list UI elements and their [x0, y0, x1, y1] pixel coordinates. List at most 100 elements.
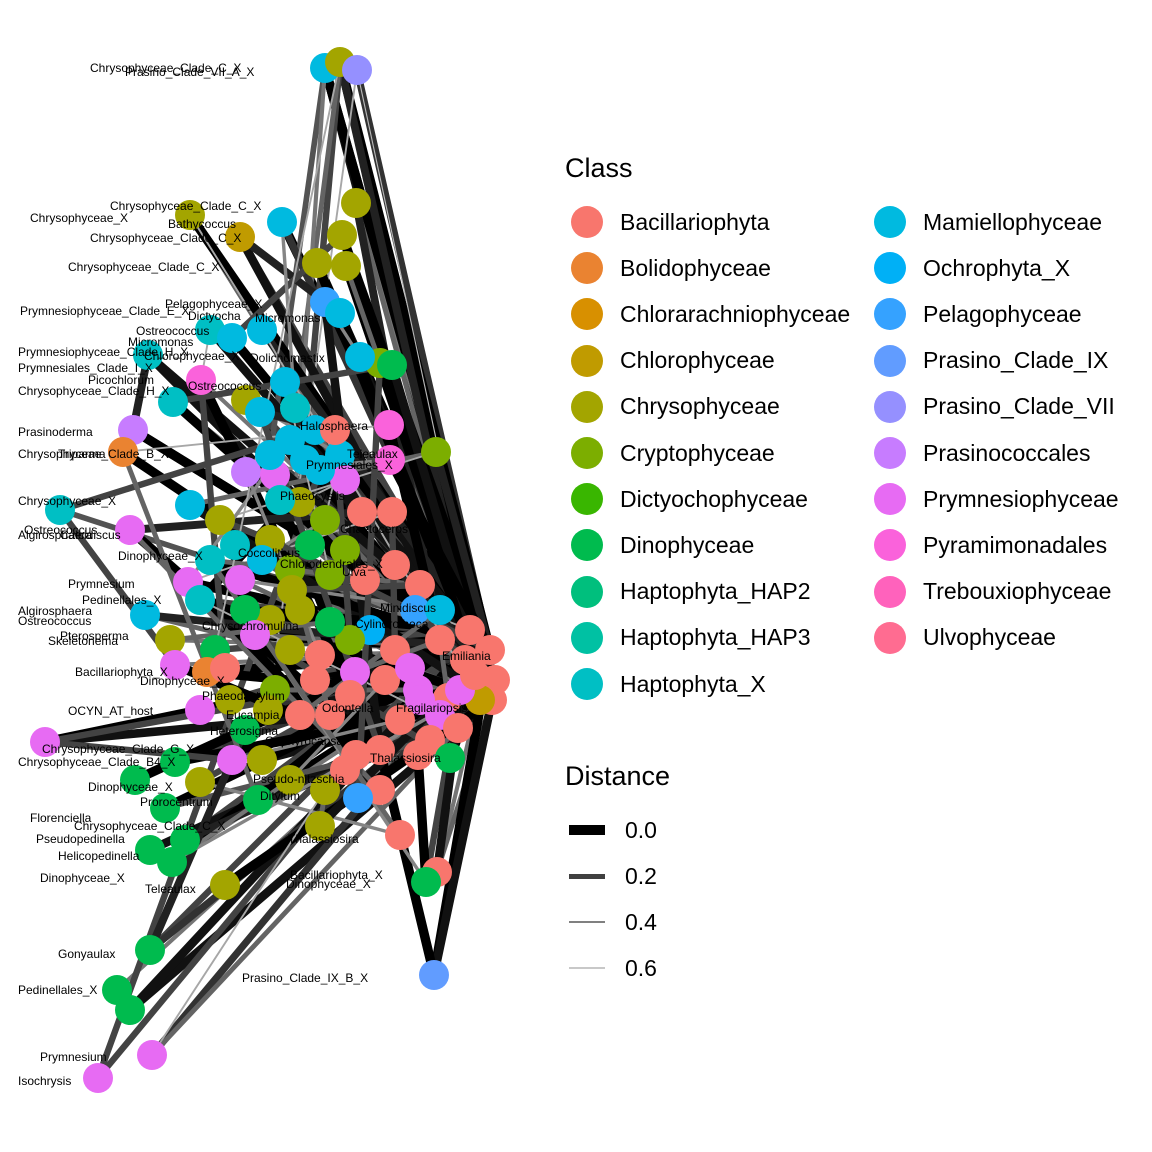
network-node: [170, 825, 200, 855]
node-label: Chrysophyceae_X: [18, 494, 116, 508]
network-node: [115, 515, 145, 545]
class-legend-item: Mamiellophyceae: [868, 202, 1102, 242]
network-node: [115, 995, 145, 1025]
node-label: Chrysophyceae_Clade_C_X: [68, 260, 219, 274]
legend-swatch: [571, 390, 603, 423]
network-node: [385, 705, 415, 735]
network-node: [185, 695, 215, 725]
network-edge: [198, 780, 402, 837]
legend-label: Prasinococcales: [923, 439, 1091, 466]
node-label: Thalassiosira: [370, 751, 441, 765]
network-node: [411, 867, 441, 897]
network-node: [395, 653, 425, 683]
node-label: Chrysophyceae_Clade_C_X: [110, 199, 261, 213]
network-node: [315, 560, 345, 590]
network-labels: Chrysophyceae_Clade_C_XPrasino_Clade_VII…: [18, 61, 491, 1088]
network-node: [185, 767, 215, 797]
class-legend-item: Bolidophyceae: [565, 248, 771, 288]
network-node: [380, 550, 410, 580]
legend-label: Chlorophyceae: [620, 347, 775, 374]
node-label: Halosphaera: [300, 419, 368, 433]
network-node: [425, 595, 455, 625]
network-node: [130, 600, 160, 630]
network-node: [220, 530, 250, 560]
node-label: Helicopedinella: [58, 849, 140, 863]
network-node: [265, 485, 295, 515]
distance-line-sample: [569, 825, 605, 835]
legend-label: Pyramimonadales: [923, 531, 1108, 558]
network-node: [305, 455, 335, 485]
node-label: Dictyocha: [188, 309, 241, 323]
node-label: Chrysochromulina: [202, 619, 299, 633]
legend-label: Haptophyta_X: [620, 670, 766, 697]
network-node: [305, 811, 335, 841]
legend-swatch: [874, 298, 906, 331]
network-node: [217, 323, 247, 353]
class-legend-item: Haptophyta_HAP3: [565, 618, 811, 658]
network-node: [315, 700, 345, 730]
network-node: [327, 220, 357, 250]
node-label: Prymnesiophyceae_Clade_H_X: [18, 345, 188, 359]
class-legend-item: Prasino_Clade_VII: [868, 387, 1115, 427]
network-node: [253, 695, 283, 725]
node-label: Dinophyceae_X: [40, 871, 125, 885]
network-node: [400, 595, 430, 625]
legend-swatch: [571, 206, 603, 238]
network-node: [302, 248, 332, 278]
legend-swatch: [571, 437, 603, 469]
legend-label: Trebouxiophyceae: [923, 578, 1112, 605]
node-label: Chrysophyceae_Clade_C_X: [90, 231, 241, 245]
network-node: [245, 397, 275, 427]
node-label: Chrysophyceae_Clade_G_X: [42, 742, 194, 756]
node-label: Prasino_Clade_IX_B_X: [242, 971, 368, 985]
node-label: Calcidiscus: [60, 528, 121, 542]
legend-label: Dinophyceae: [620, 531, 755, 558]
node-label: Triparma: [58, 447, 106, 461]
legend-swatch: [874, 344, 906, 377]
network-edge: [343, 263, 383, 366]
network-edge: [151, 789, 326, 1056]
network-node: [247, 745, 277, 775]
network-node: [335, 625, 365, 655]
node-label: Chaetoceros: [340, 522, 408, 536]
node-label: Chrysophyceae_X: [30, 211, 128, 225]
legend-swatch: [571, 621, 603, 654]
class-legend-item: Pelagophyceae: [868, 294, 1082, 334]
node-label: Pterosperma: [60, 629, 129, 643]
network-node: [377, 497, 407, 527]
network-node: [305, 640, 335, 670]
network-edge: [149, 725, 461, 1058]
network-node: [285, 595, 315, 625]
network-nodes: [30, 47, 510, 1093]
legend-swatch: [874, 529, 906, 562]
network-node: [120, 765, 150, 795]
network-node: [247, 315, 277, 345]
class-legend-item: Bacillariophyta: [565, 202, 770, 242]
node-label: Chrysophyceae_Clade_B4_X: [18, 755, 175, 769]
network-node: [330, 465, 360, 495]
distance-line-sample: [569, 920, 605, 924]
network-node: [210, 870, 240, 900]
legend-label: Bacillariophyta: [620, 208, 770, 235]
node-label: Dinophyceae_X: [118, 549, 203, 563]
node-label: Bathycoccus: [168, 217, 236, 231]
node-label: Phaeocystis: [280, 489, 345, 503]
node-label: Isochrysis: [18, 1074, 71, 1088]
node-label: Gephyrocapsa: [265, 734, 343, 748]
network-node: [385, 820, 415, 850]
node-label: Bacillariophyta_X: [290, 868, 383, 882]
network-edge: [432, 448, 494, 654]
node-label: Emiliania: [442, 649, 491, 663]
network-node: [375, 445, 405, 475]
legend-swatch: [571, 298, 603, 331]
network-node: [157, 847, 187, 877]
node-label: Chrysophyceae_Clade_C_X: [74, 819, 225, 833]
node-label: Algirosphaera: [18, 604, 92, 618]
node-label: Ostreococcus: [188, 379, 261, 393]
network-node: [160, 747, 190, 777]
network-node: [345, 342, 375, 372]
network-node: [160, 650, 190, 680]
network-edge: [413, 750, 431, 887]
node-label: Cylindrotheca: [355, 617, 429, 631]
